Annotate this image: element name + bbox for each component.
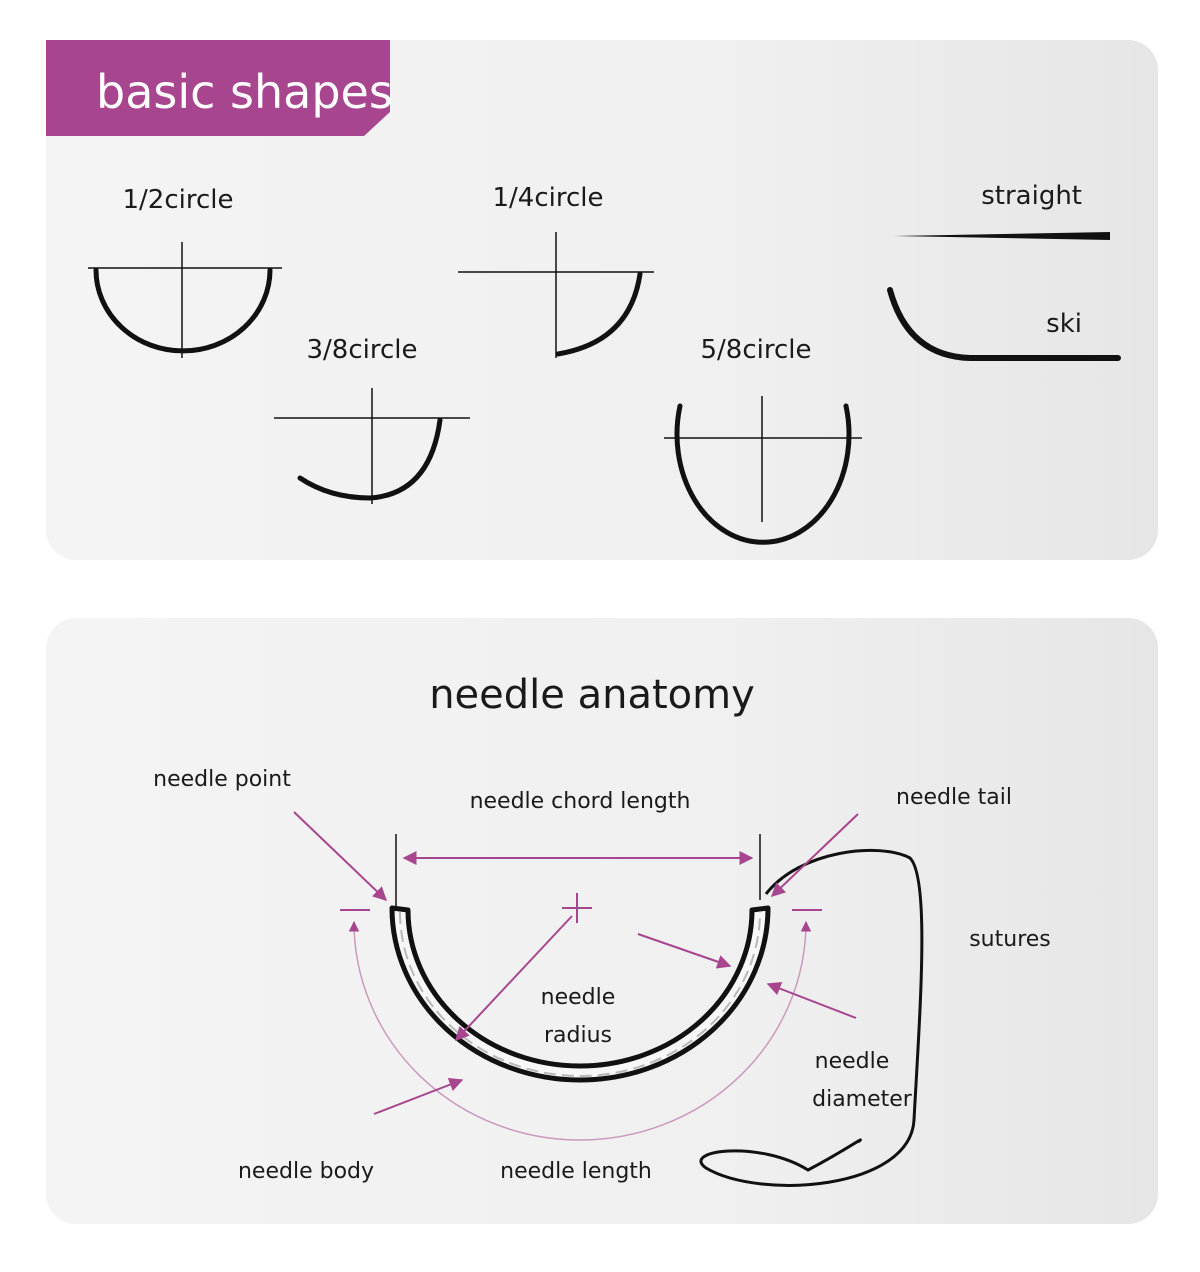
needle-point-arrow	[293, 811, 388, 901]
label-radius-line1: needle	[541, 985, 616, 1010]
label-needle-length: needle length	[500, 1159, 652, 1184]
label-chord-length: needle chord length	[470, 789, 691, 814]
needle-tail-arrow	[770, 813, 859, 897]
quarter-circle-shape	[458, 232, 654, 358]
straight-needle-shape	[894, 232, 1110, 240]
label-half-circle: 1/2circle	[123, 185, 234, 215]
needle-length-dimension	[340, 909, 822, 1141]
diameter-arrow-inner	[766, 982, 857, 1019]
label-five-eighths-circle: 5/8circle	[701, 335, 812, 365]
five-eighths-circle-shape	[664, 396, 862, 545]
label-needle-body: needle body	[238, 1159, 374, 1184]
label-needle-point: needle point	[153, 767, 291, 792]
radius-arrow	[455, 915, 573, 1042]
needle-center-mark	[562, 893, 592, 923]
ski-needle-shape	[887, 287, 1121, 361]
label-three-eighths-circle: 3/8circle	[307, 335, 418, 365]
suture-thread	[699, 848, 924, 1187]
label-diameter-line1: needle	[815, 1049, 890, 1074]
label-needle-tail: needle tail	[896, 785, 1012, 810]
chord-length-dimension	[395, 834, 761, 908]
diameter-arrow-outer	[637, 933, 732, 969]
label-sutures: sutures	[969, 927, 1051, 952]
label-radius-line2: radius	[544, 1023, 612, 1048]
anatomy-title: needle anatomy	[429, 672, 755, 718]
label-ski: ski	[1046, 309, 1082, 339]
needle-body-shape	[389, 905, 771, 1083]
three-eighths-circle-shape	[274, 388, 470, 504]
label-diameter-line2: diameter	[812, 1087, 913, 1112]
half-circle-shape	[88, 242, 282, 358]
label-straight: straight	[981, 181, 1082, 211]
header-tag	[46, 40, 390, 136]
header-title: basic shapes	[96, 65, 393, 119]
label-quarter-circle: 1/4circle	[493, 183, 604, 213]
needle-body-arrow	[373, 1078, 464, 1115]
